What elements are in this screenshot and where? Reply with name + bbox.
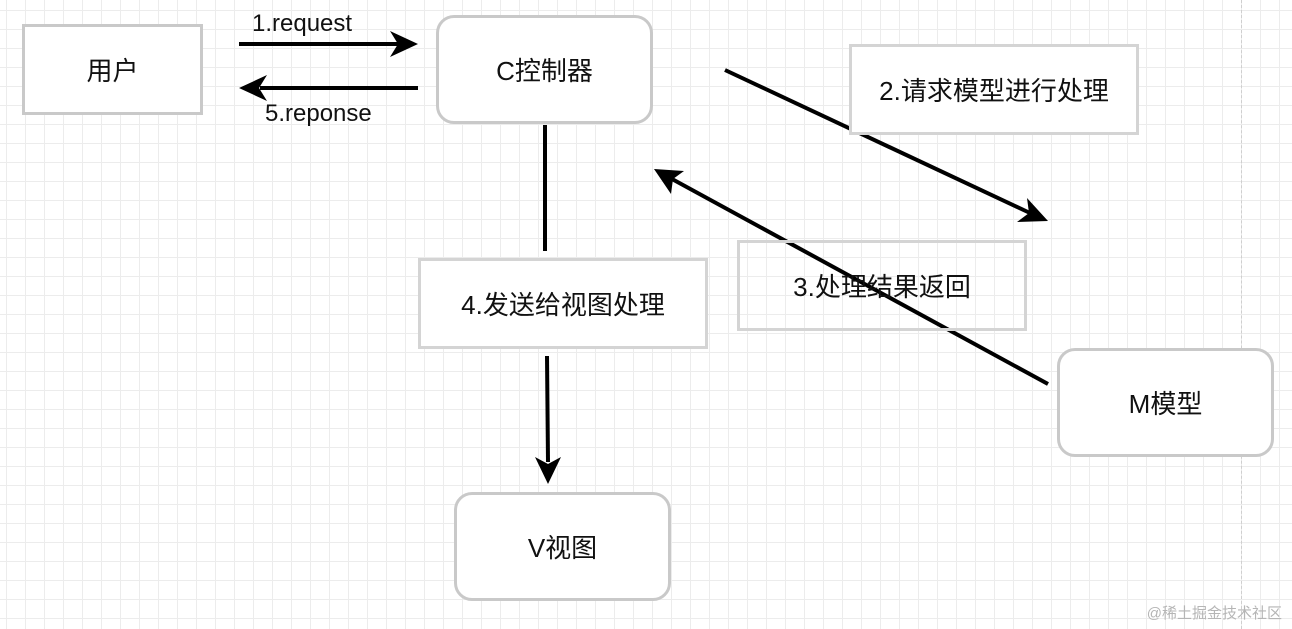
model-node-label: M模型 <box>1128 389 1203 419</box>
response-label: 5.reponse <box>265 100 372 127</box>
to-view-label: 4.发送给视图处理 <box>461 290 665 320</box>
view-node-label: V视图 <box>527 533 598 563</box>
to-view-arrow[interactable] <box>535 355 561 484</box>
model-node[interactable]: M模型 <box>1057 348 1274 457</box>
user-node[interactable]: 用户 <box>22 24 203 115</box>
user-node-label: 用户 <box>86 56 139 86</box>
to-model-label: 2.请求模型进行处理 <box>879 76 1109 106</box>
result-return-arrow[interactable] <box>654 169 1049 386</box>
page-boundary-line <box>1241 0 1242 629</box>
result-return-label: 3.处理结果返回 <box>793 272 971 302</box>
controller-node-label: C控制器 <box>496 56 593 86</box>
request-arrow[interactable] <box>239 31 418 57</box>
view-node[interactable]: V视图 <box>454 492 671 601</box>
response-arrow[interactable] <box>239 75 418 101</box>
result-return-label-box: 3.处理结果返回 <box>737 240 1027 331</box>
to-model-label-box: 2.请求模型进行处理 <box>849 44 1139 135</box>
request-label: 1.request <box>252 10 353 37</box>
to-model-arrow[interactable] <box>724 68 1048 222</box>
watermark: @稀土掘金技术社区 <box>1146 605 1282 622</box>
controller-node[interactable]: C控制器 <box>436 15 653 124</box>
to-view-label-box: 4.发送给视图处理 <box>418 258 708 349</box>
